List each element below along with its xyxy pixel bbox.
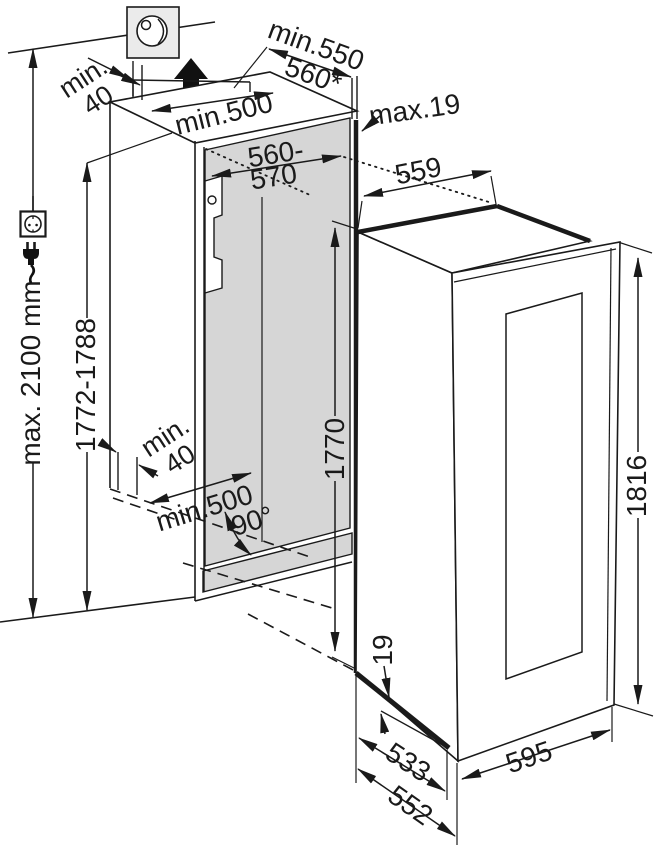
hidden-dashed-lines <box>109 488 356 672</box>
label-niche-inner-height: 1770 <box>319 418 350 480</box>
hinge-bracket <box>204 175 223 294</box>
niche-structure <box>107 71 360 673</box>
label-ceiling-max-height: max. 2100 mm <box>15 280 46 465</box>
niche-interior-wall <box>204 117 351 567</box>
label-top-gap: min. 40 <box>54 51 119 121</box>
label-bottom-gap: min. 40 <box>136 410 201 480</box>
appliance-side-face <box>355 230 459 763</box>
label-bottom-edge-gap: 19 <box>367 634 398 665</box>
socket-plate-icon <box>126 6 180 59</box>
power-connection <box>19 196 47 284</box>
floor-line <box>0 596 196 623</box>
appliance-bottom-edge <box>354 671 451 750</box>
door-inner-panel <box>505 292 583 681</box>
label-appliance-top-width: 559 <box>392 151 444 190</box>
appliance-door-face <box>451 241 621 763</box>
appliance-structure <box>354 203 621 763</box>
label-appliance-height: 1816 <box>621 455 652 517</box>
niche-bottom-vent-slot <box>202 532 353 593</box>
ceiling-line <box>7 21 216 54</box>
power-outlet-icon <box>19 210 47 238</box>
label-depth-incl-door: 552 <box>382 779 438 831</box>
label-front-panel-max: max.19 <box>367 88 462 131</box>
power-plug-icon <box>23 242 39 284</box>
dimension-lines <box>28 46 654 845</box>
label-niche-width-line2: 570 <box>248 158 299 196</box>
label-niche-height: 1772-1788 <box>70 318 101 452</box>
